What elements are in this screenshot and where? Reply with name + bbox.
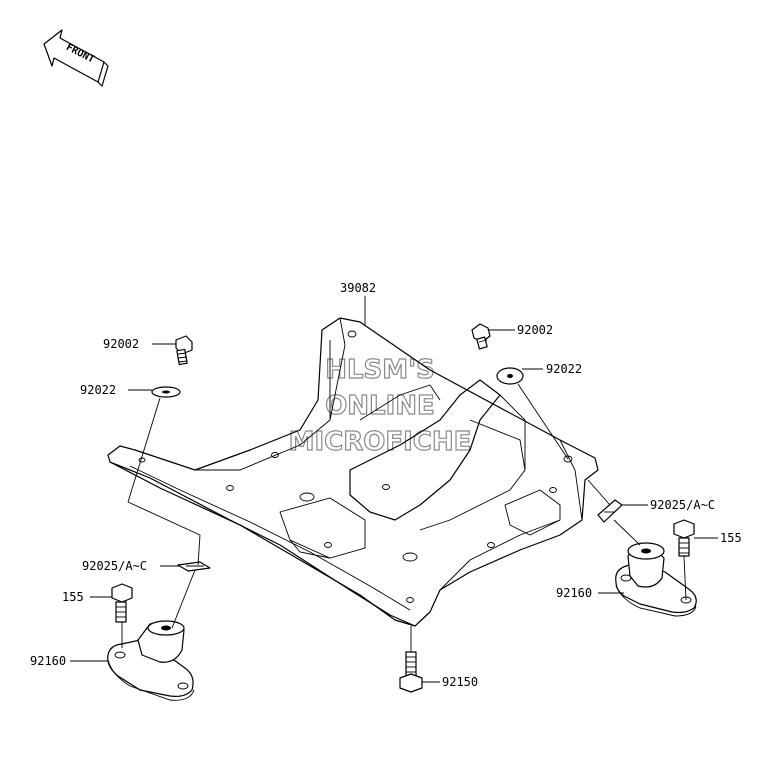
pin-left-icon <box>177 561 211 572</box>
leader-lines <box>70 296 718 683</box>
label-bolt-right: 92002 <box>517 323 553 337</box>
mount-bolt-left-icon <box>111 583 133 623</box>
washer-left-icon <box>151 386 181 398</box>
bottom-bolt-icon <box>399 651 423 693</box>
mount-bolt-right-icon <box>673 519 695 557</box>
mount-left-icon <box>107 620 195 701</box>
bolt-left-icon <box>175 335 193 366</box>
label-pin-left: 92025/A~C <box>82 559 147 573</box>
frame-plate <box>107 317 599 627</box>
washer-right-icon <box>496 367 524 385</box>
label-bottom-bolt: 92150 <box>442 675 478 689</box>
label-washer-right: 92022 <box>546 362 582 376</box>
label-mount-left: 92160 <box>30 654 66 668</box>
watermark: HLSM'S ONLINE MICROFICHE <box>288 354 472 457</box>
bolt-right-icon <box>471 323 491 350</box>
watermark-line-1: HLSM'S <box>325 355 435 385</box>
watermark-line-2: ONLINE <box>325 391 435 421</box>
mount-right-icon <box>615 542 697 617</box>
label-mount-bolt-right: 155 <box>720 531 742 545</box>
label-frame: 39082 <box>340 281 376 295</box>
label-pin-right: 92025/A~C <box>650 498 715 512</box>
label-mount-right: 92160 <box>556 586 592 600</box>
pin-right-icon <box>597 499 623 523</box>
label-bolt-left: 92002 <box>103 337 139 351</box>
label-mount-bolt-left: 155 <box>62 590 84 604</box>
front-arrow-icon: FRONT <box>43 29 109 87</box>
watermark-line-3: MICROFICHE <box>289 427 472 457</box>
label-washer-left: 92022 <box>80 383 116 397</box>
